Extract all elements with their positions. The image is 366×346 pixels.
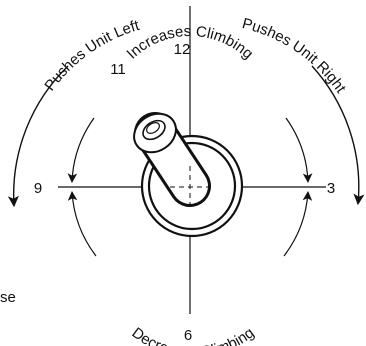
- lower-left-arc: [67, 191, 97, 257]
- upper-right-arc: [285, 117, 313, 183]
- label-6: 6: [184, 327, 192, 344]
- joystick-lever: [133, 112, 211, 207]
- label-9: 9: [34, 180, 42, 197]
- label-12: 12: [174, 41, 191, 58]
- pushes-left-arrow: [7, 65, 69, 208]
- upper-left-arc: [67, 117, 95, 183]
- pushes-right-arrow: [311, 65, 365, 206]
- label-3: 3: [327, 180, 335, 197]
- caption-pushes-left: Pushes Unit Left: [41, 17, 142, 94]
- lower-right-arc: [283, 191, 313, 257]
- partial-left-text: se: [0, 289, 16, 306]
- caption-pushes-right: Pushes Unit Right: [240, 15, 349, 97]
- caption-decreases-climbing: Decreases Climbing: [129, 324, 258, 346]
- label-11: 11: [110, 61, 126, 78]
